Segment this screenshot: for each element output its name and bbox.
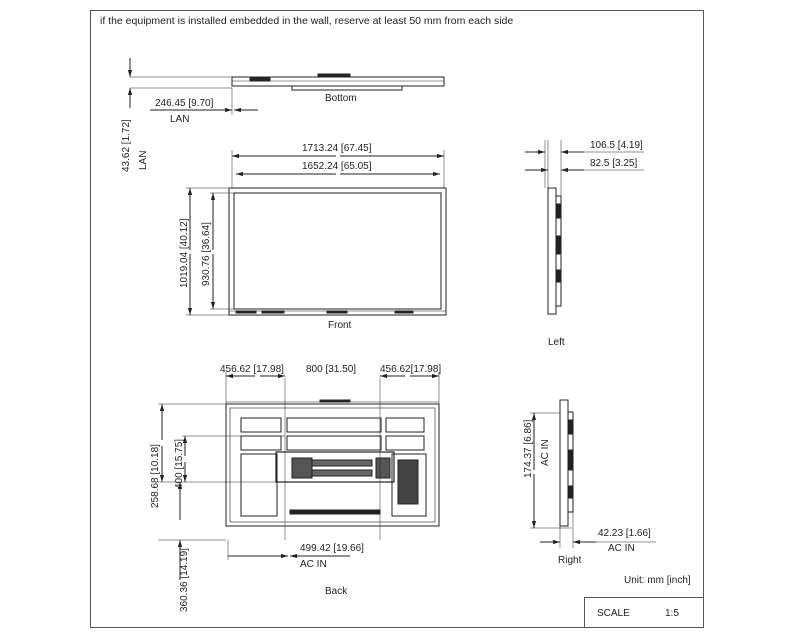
installation-note: if the equipment is installed embedded i… [100, 15, 514, 27]
dim-front-width-outer: 1713.24 [67.45] [302, 143, 372, 154]
dim-left-depth-inner: 82.5 [3.25] [590, 158, 637, 169]
right-caption: Right [558, 555, 582, 566]
front-caption: Front [328, 320, 352, 331]
dim-front-height-inner: 930.76 [36.64] [201, 222, 212, 286]
dim-back-mount-left: 456.62 [17.98] [220, 364, 284, 375]
bottom-caption: Bottom [325, 93, 357, 104]
unit-label: Unit: mm [inch] [624, 575, 691, 586]
dim-back-mount-right: 456.62[17.98] [380, 364, 441, 375]
dim-back-258: 258.68 [10.18] [150, 444, 161, 508]
scale-label: SCALE [597, 608, 630, 619]
dim-front-width-inner: 1652.24 [65.05] [302, 161, 372, 172]
dim-bottom-depth: 43.62 [1.72] [121, 119, 132, 172]
dim-left-depth-outer: 106.5 [4.19] [590, 140, 643, 151]
front-view [186, 150, 447, 316]
right-ac-in-label: AC IN [608, 543, 635, 554]
lan-label: LAN [170, 114, 189, 125]
back-ac-in-label: AC IN [300, 559, 327, 570]
left-caption: Left [548, 337, 565, 348]
back-view [158, 372, 440, 580]
lan-vertical-label: LAN [138, 151, 149, 170]
dim-back-vesa-vertical: 400 [15.75] [174, 439, 185, 489]
back-caption: Back [325, 586, 348, 597]
dim-back-vesa-horizontal: 800 [31.50] [306, 364, 356, 375]
right-ac-in-vertical: AC IN [540, 439, 551, 466]
left-view [525, 140, 644, 315]
dim-lan-offset: 246.45 [9.70] [155, 98, 214, 109]
right-view [530, 399, 656, 548]
dim-front-height-outer: 1019.04 [40.12] [179, 218, 190, 288]
drawing-frame [90, 10, 704, 628]
scale-value: 1:5 [665, 608, 679, 619]
bottom-view [127, 58, 445, 115]
scale-box: SCALE 1:5 [584, 597, 704, 628]
dim-back-360: 360.36 [14.19] [179, 548, 190, 612]
dim-right-174: 174.37 [6.86] [523, 419, 534, 478]
dim-right-42: 42.23 [1.66] [598, 528, 651, 539]
dim-back-499: 499.42 [19.66] [300, 543, 364, 554]
